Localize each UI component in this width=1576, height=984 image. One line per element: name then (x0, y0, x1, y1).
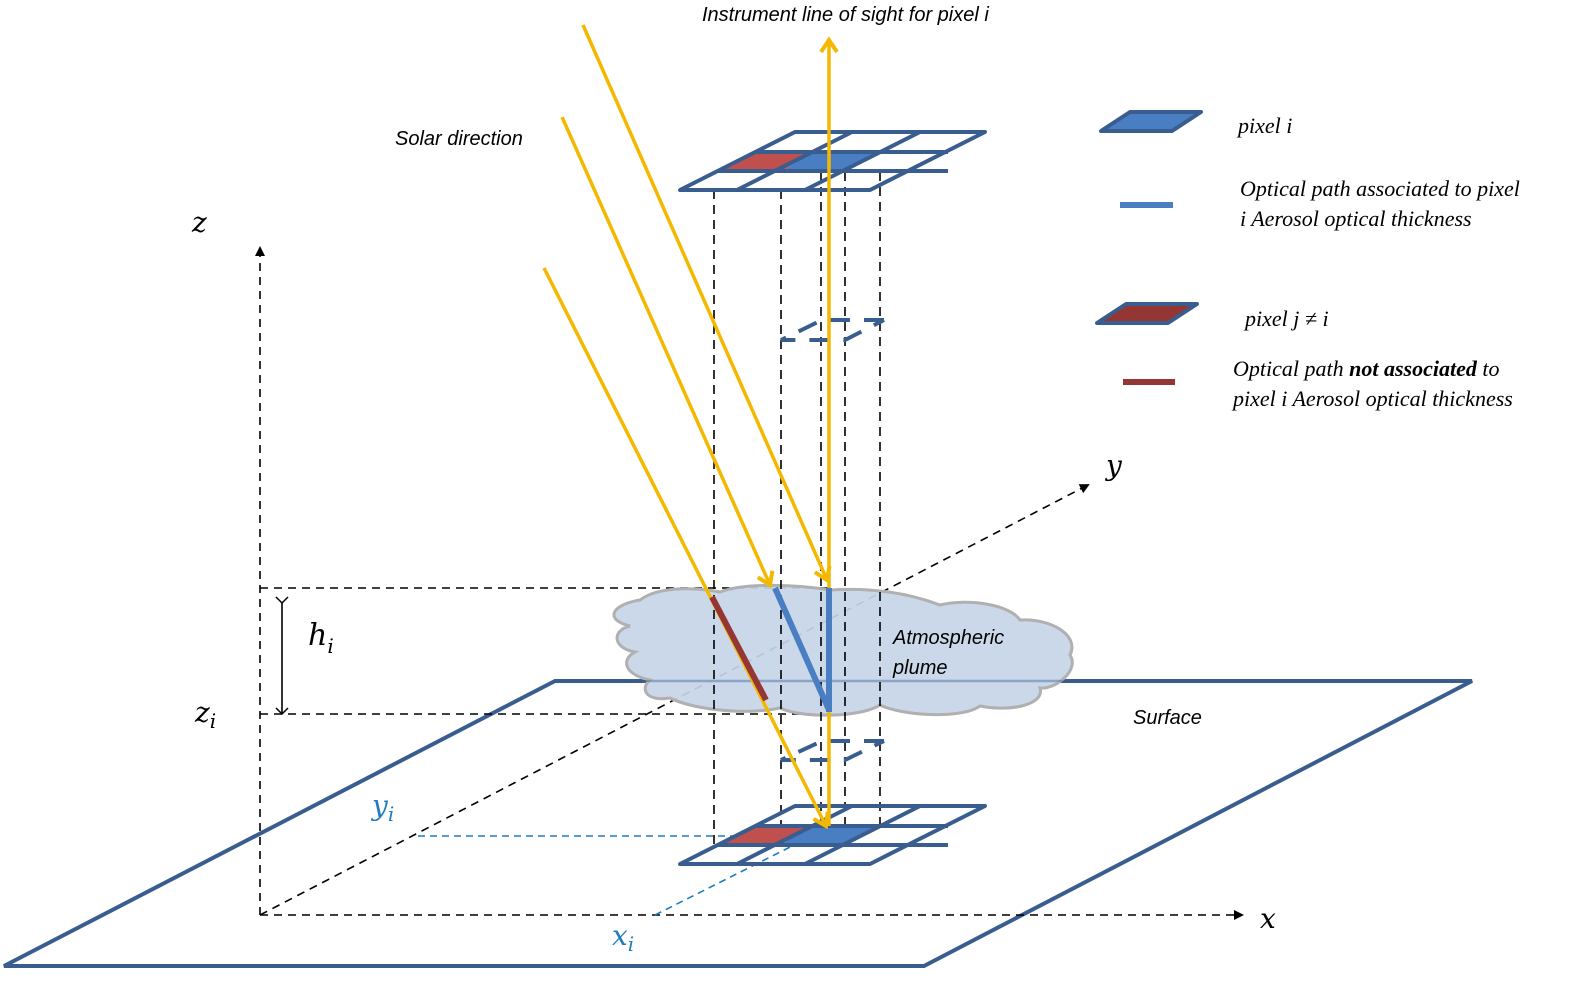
footprint-lower (780, 739, 885, 762)
surface-plane (3, 679, 1473, 968)
h-i-label: hi (308, 618, 334, 658)
optical-path-j (709, 595, 769, 702)
solar-rays (542, 24, 832, 830)
legend-pixel-i-swatch (1099, 110, 1203, 133)
plume-label-1: Atmospheric (892, 627, 1004, 649)
y-axis-label: y (1104, 449, 1123, 482)
intermediate-footprints (780, 318, 885, 762)
line-of-sight-label: Instrument line of sight for pixel i (702, 4, 989, 26)
legend-pixel-j-label: pixel j ≠ i (1243, 306, 1329, 331)
x-i-guide (654, 835, 813, 916)
legend-path-j-label-1: Optical path not associated to (1233, 356, 1499, 381)
sensor-pixel-grid (678, 130, 987, 192)
axes (255, 246, 1244, 920)
solar-direction-label: Solar direction (395, 128, 523, 150)
plume-label-2: plume (892, 657, 947, 679)
optical-path-i-slant (772, 586, 832, 712)
y-i-label: yi (370, 789, 394, 826)
legend-path-i-label-2: i Aerosol optical thickness (1240, 206, 1472, 231)
legend-path-i-label-1: Optical path associated to pixel (1240, 176, 1520, 201)
surface-label: Surface (1133, 707, 1202, 729)
legend-pixel-j-swatch (1095, 302, 1199, 325)
solar-ray-2 (560, 116, 775, 589)
legend: pixel i Optical path associated to pixel… (1095, 110, 1520, 411)
atmospheric-plume (612, 583, 1074, 717)
pixel-j-top (718, 153, 810, 172)
legend-pixel-i-label: pixel i (1236, 113, 1292, 138)
x-i-label: xi (612, 919, 634, 956)
z-i-label: zi (194, 696, 216, 733)
footprint-upper (780, 318, 885, 342)
solar-ray-3 (542, 267, 830, 830)
ground-pixel-grid (678, 804, 987, 866)
z-axis-label: z (191, 206, 207, 239)
legend-path-j-label-2: pixel i Aerosol optical thickness (1231, 386, 1513, 411)
x-axis-label: x (1260, 902, 1276, 935)
coordinate-guides (418, 835, 813, 916)
solar-ray-1 (581, 24, 832, 584)
